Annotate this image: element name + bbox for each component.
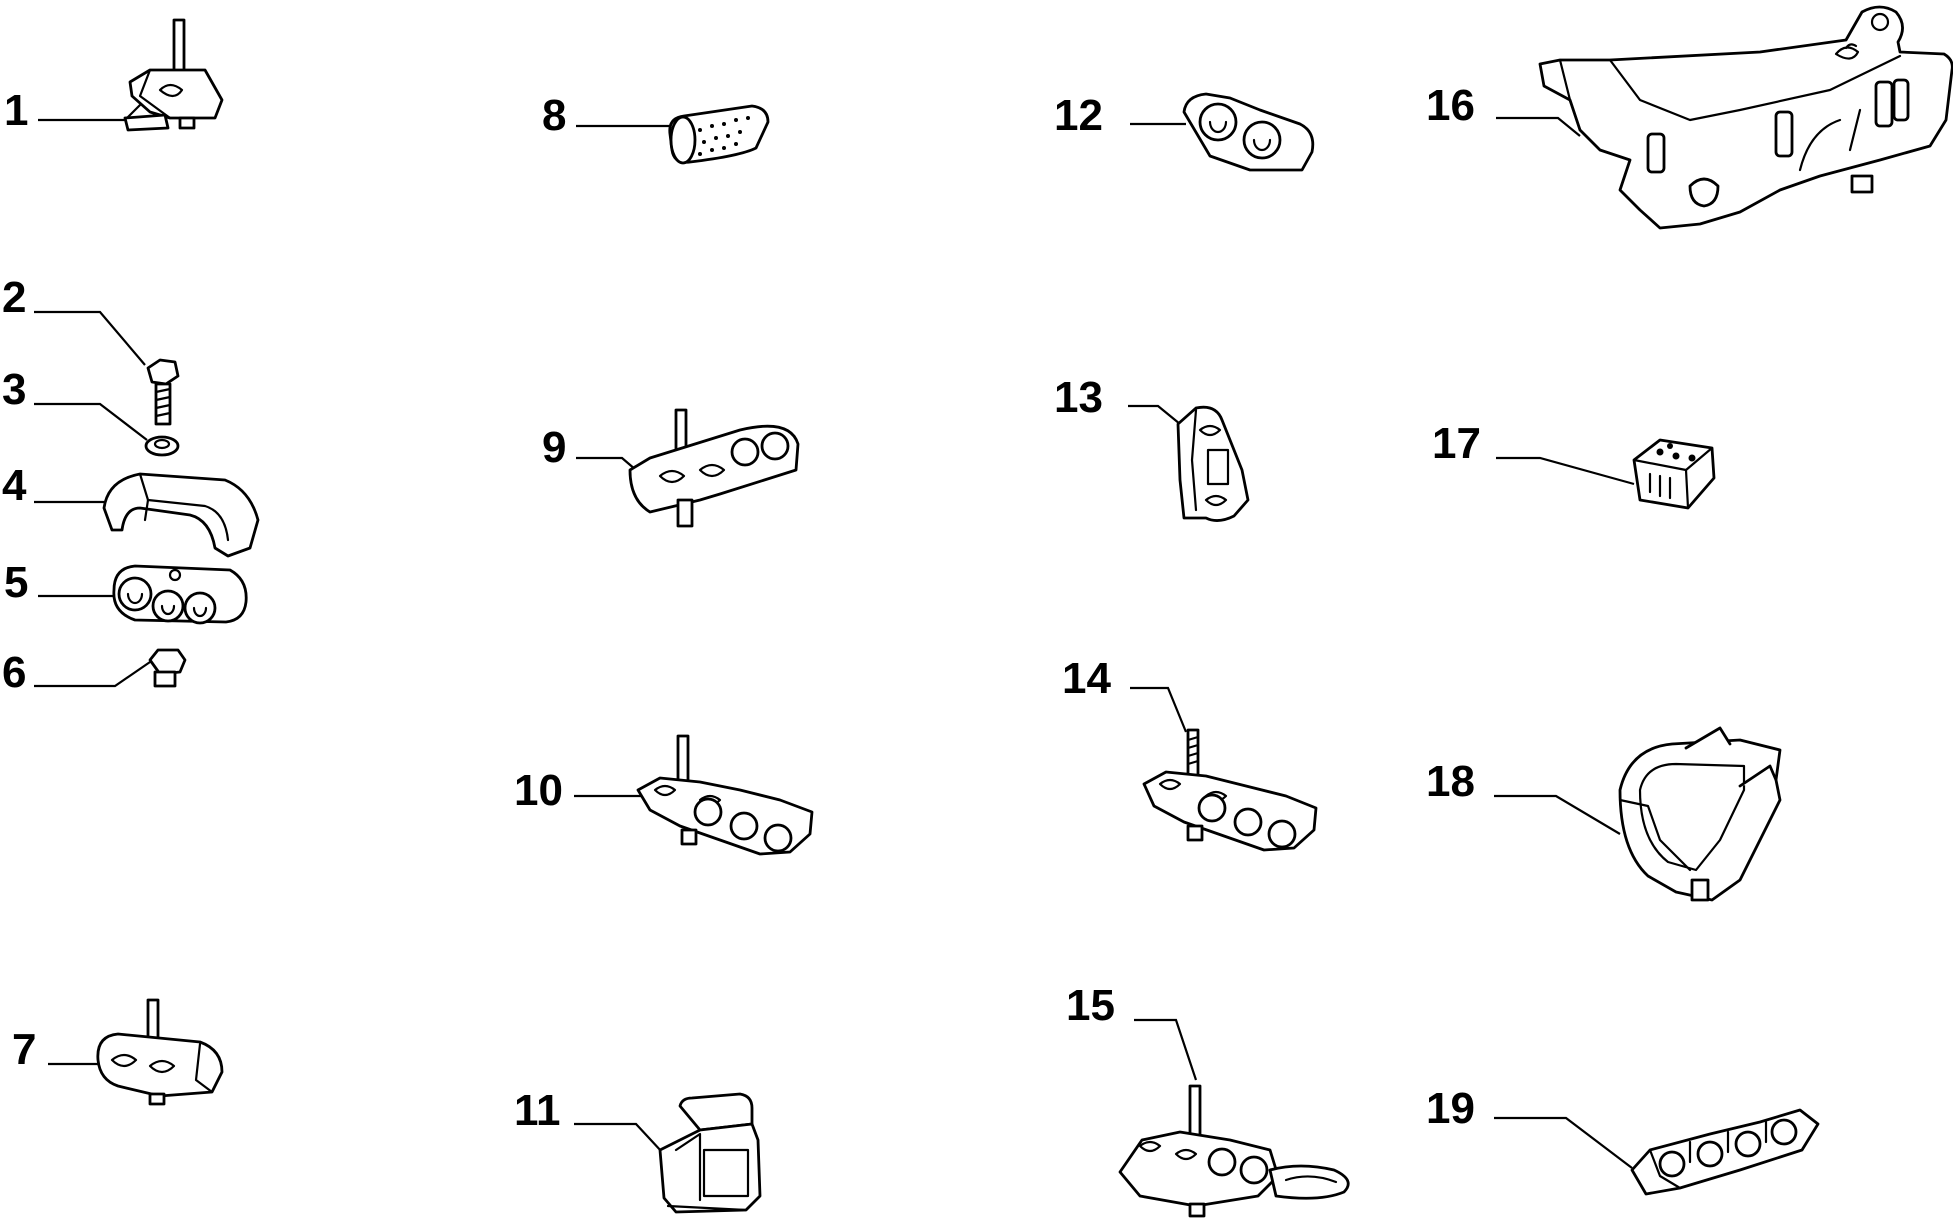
leader-line-2 — [34, 310, 146, 366]
block-shape — [1632, 438, 1716, 510]
part-label-9: 9 — [542, 423, 566, 472]
three-way-clip-shape — [112, 564, 248, 625]
part-label-7: 7 — [12, 1025, 36, 1074]
part-label-10: 10 — [514, 766, 563, 815]
part-4: 4 — [2, 461, 260, 558]
part-3: 3 — [2, 365, 180, 457]
part-1: 1 — [4, 18, 224, 135]
part-label-3: 3 — [2, 365, 26, 414]
part-label-19: 19 — [1426, 1084, 1475, 1133]
washer-shape — [144, 435, 180, 457]
part-7-shape — [96, 998, 224, 1106]
part-11: 11 — [514, 1086, 762, 1214]
part-10: 10 — [514, 734, 814, 856]
part-8: 8 — [542, 91, 770, 165]
part-12: 12 — [1054, 91, 1315, 172]
part-5: 5 — [4, 558, 248, 625]
leader-line-14 — [1130, 686, 1188, 733]
part-9-shape — [628, 408, 800, 528]
leader-line-9 — [576, 456, 637, 471]
leader-line-15 — [1134, 1018, 1198, 1081]
bracket-shape — [1538, 5, 1953, 230]
part-13-shape — [1176, 405, 1250, 522]
part-label-13: 13 — [1054, 373, 1103, 422]
leader-line-3 — [34, 402, 148, 441]
leader-line-17 — [1496, 456, 1635, 486]
part-label-16: 16 — [1426, 81, 1475, 130]
leader-line-19 — [1494, 1116, 1633, 1169]
sleeve-shape — [668, 104, 770, 165]
cover-shape — [102, 472, 260, 558]
part-label-8: 8 — [542, 91, 566, 140]
part-12-shape — [1182, 92, 1315, 172]
part-17: 17 — [1432, 419, 1716, 510]
part-15-shape — [1118, 1084, 1350, 1218]
part-label-14: 14 — [1062, 654, 1111, 703]
cable-guide-shape — [1618, 726, 1782, 902]
leader-line-13 — [1128, 404, 1181, 425]
leader-line-16 — [1496, 116, 1581, 137]
leader-line-11 — [574, 1122, 663, 1153]
part-18: 18 — [1426, 726, 1782, 902]
part-1-shape — [123, 18, 224, 132]
part-16: 16 — [1426, 5, 1953, 230]
part-label-5: 5 — [4, 558, 28, 607]
part-13: 13 — [1054, 373, 1250, 522]
part-2: 2 — [2, 273, 180, 426]
part-15: 15 — [1066, 981, 1350, 1218]
bolt-shape — [146, 358, 180, 426]
part-label-17: 17 — [1432, 419, 1481, 468]
part-label-11: 11 — [514, 1086, 561, 1135]
part-label-18: 18 — [1426, 757, 1475, 806]
part-19: 19 — [1426, 1084, 1820, 1196]
leader-line-6 — [34, 661, 151, 688]
part-19-shape — [1630, 1108, 1820, 1196]
part-14: 14 — [1062, 654, 1318, 852]
part-14-shape — [1142, 728, 1318, 852]
part-label-2: 2 — [2, 273, 26, 322]
part-7: 7 — [12, 998, 224, 1106]
part-label-4: 4 — [2, 461, 27, 510]
part-label-1: 1 — [4, 86, 28, 135]
part-6: 6 — [2, 648, 187, 697]
part-label-6: 6 — [2, 648, 26, 697]
leader-line-18 — [1494, 794, 1621, 835]
nut-shape — [148, 648, 187, 688]
part-label-15: 15 — [1066, 981, 1115, 1030]
part-label-12: 12 — [1054, 91, 1103, 140]
part-9: 9 — [542, 408, 800, 528]
part-10-shape — [636, 734, 814, 856]
part-11-shape — [658, 1092, 762, 1214]
